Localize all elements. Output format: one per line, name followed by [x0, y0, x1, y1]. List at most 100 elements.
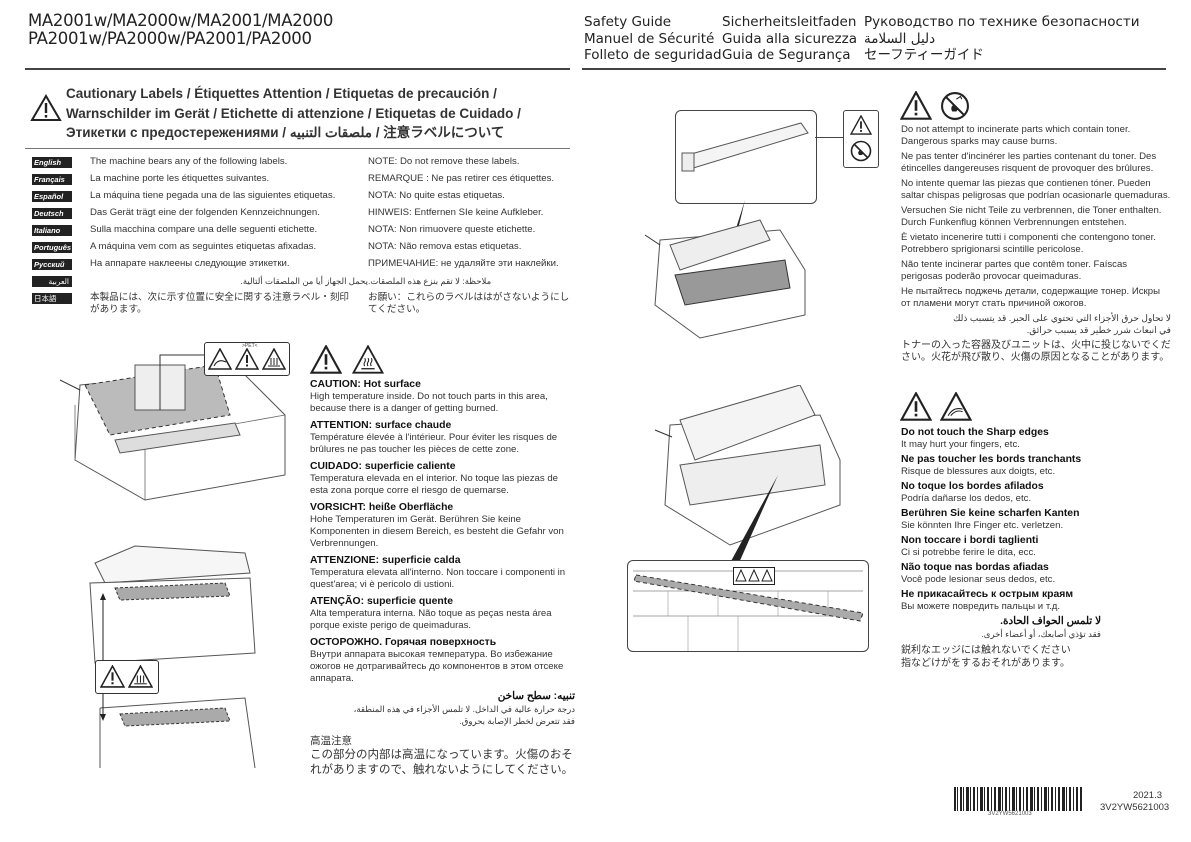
- entry-body: Temperatura elevada en el interior. No t…: [310, 473, 558, 496]
- header-divider-left: [25, 68, 570, 70]
- printer-sharp-edge-illustration: [650, 385, 850, 570]
- guide-title: Guida alla sicurezza: [722, 30, 858, 47]
- mfp-illustration: [75, 538, 275, 768]
- toner-paragraph: Не пытайтесь поджечь детали, содержащие …: [901, 286, 1160, 309]
- model-line-2: PA2001w/PA2000w/PA2001/PA2000: [28, 29, 312, 48]
- toner-paragraph: Não tente incinerar partes que contêm to…: [901, 259, 1128, 282]
- arabic-entry: لا تلمس الحواف الحادة. فقد تؤذي أصابعك، …: [901, 616, 1101, 640]
- cautionary-labels-title: Cautionary Labels / Étiquettes Attention…: [66, 84, 521, 143]
- language-badge: English: [32, 157, 72, 168]
- language-note: お願い：これらのラベルははがさないようにしてください。: [368, 292, 570, 315]
- language-table: English The machine bears any of the foll…: [32, 156, 572, 322]
- entry-title: لا تلمس الحواف الحادة.: [1000, 616, 1101, 627]
- sharp-edge-icon: [208, 348, 232, 370]
- printer-open-illustration: [50, 335, 300, 515]
- language-row: Français La machine porte les étiquettes …: [32, 173, 572, 190]
- warning-triangle-icon: [900, 91, 932, 121]
- toner-label-plate: [843, 110, 879, 168]
- hot-surface-icon: [262, 348, 286, 370]
- warning-triangle-icon: [235, 348, 259, 370]
- entry-title: Berühren Sie keine scharfen Kanten: [901, 508, 1080, 519]
- entry-body: Risque de blessures aux doigts, etc.: [901, 466, 1056, 477]
- guide-title: セーフティーガイド: [864, 47, 984, 63]
- entry-title: Ne pas toucher les bords tranchants: [901, 454, 1082, 465]
- arabic-entry: تنبيه: سطح ساخن درجة حرارة عالية في الدا…: [310, 691, 575, 727]
- entry-body: Ci si potrebbe ferire le dita, ecc.: [901, 547, 1036, 558]
- toner-paragraph: Do not attempt to incinerate parts which…: [901, 124, 1131, 147]
- sharp-edge-icon: [940, 392, 972, 421]
- entry-title: Do not touch the Sharp edges: [901, 427, 1049, 438]
- entry-title: Не прикасайтесь к острым краям: [901, 589, 1074, 600]
- document-date: 2021.3: [1132, 790, 1162, 801]
- entry-title: Non toccare i bordi taglienti: [901, 535, 1039, 546]
- japanese-line: 鋭利なエッジには触れないでください: [901, 645, 1071, 656]
- entry-title: ATENÇÃO: superficie quente: [310, 596, 453, 607]
- entry-body: It may hurt your fingers, etc.: [901, 439, 1020, 450]
- language-text: Das Gerät trägt eine der folgenden Kennz…: [90, 207, 320, 218]
- toner-text: Do not attempt to incinerate parts which…: [901, 124, 1171, 368]
- label-plate-three-icons: [733, 567, 775, 585]
- entry-title: Não toque nas bordas afiadas: [901, 562, 1049, 573]
- language-note: ملاحظة: لا تقم بنزع هذه الملصقات.: [368, 276, 492, 286]
- language-badge: Deutsch: [32, 208, 72, 219]
- no-fire-icon: [940, 91, 970, 121]
- guide-title: Safety Guide: [584, 14, 672, 30]
- language-text: La machine porte les étiquettes suivante…: [90, 173, 270, 184]
- language-row: English The machine bears any of the foll…: [32, 156, 572, 173]
- entry-title: تنبيه: سطح ساخن: [497, 691, 575, 702]
- language-note: NOTA: Não remova estas etiquetas.: [368, 241, 522, 252]
- language-note: NOTA: No quite estas etiquetas.: [368, 190, 505, 201]
- entry-body: درجة حرارة عالية في الداخل. لا تلمس الأج…: [353, 704, 575, 726]
- title-line: Этикетки с предостережениями / ملصقات ال…: [66, 125, 505, 140]
- language-badge: Italiano: [32, 225, 72, 236]
- entry-title: ОСТОРОЖНО. Горячая поверхность: [310, 637, 497, 648]
- language-badge: 日本語: [32, 293, 72, 304]
- entry-body: Você pode lesionar seus dedos, etc.: [901, 574, 1056, 585]
- language-badge: Français: [32, 174, 72, 185]
- language-text: يحمل الجهاز أيا من الملصقات ألتالية.: [240, 276, 368, 286]
- callout-line: [815, 137, 843, 138]
- model-names: MA2001w/MA2000w/MA2001/MA2000 PA2001w/PA…: [28, 12, 333, 48]
- pet-label: >PET<: [242, 343, 258, 349]
- guide-title: دليل السلامة: [864, 30, 936, 47]
- entry-title: VORSICHT: heiße Oberfläche: [310, 502, 454, 513]
- warning-triangle-icon: [30, 94, 62, 122]
- guide-title: Guia de Segurança: [722, 47, 851, 63]
- entry-body: Вы можете повредить пальцы и т.д.: [901, 601, 1061, 612]
- language-note: HINWEIS: Entfernen SIe keine Aufkleber.: [368, 207, 544, 218]
- entry-body: Alta temperatura interna. Não toque as p…: [310, 608, 552, 631]
- language-note: REMARQUE : Ne pas retirer ces étiquettes…: [368, 173, 555, 184]
- language-text: The machine bears any of the following l…: [90, 156, 288, 167]
- toner-paragraph: Ne pas tenter d'incinérer les parties co…: [901, 151, 1157, 174]
- japanese-line: 指などけがをするおそれがあります。: [901, 658, 1070, 669]
- guide-titles-col2: Sicherheitsleitfaden Guida alla sicurezz…: [722, 14, 857, 64]
- barcode: [954, 787, 1082, 811]
- printer-toner-illustration: [640, 200, 820, 340]
- toner-paragraph: No intente quemar las piezas que contien…: [901, 178, 1171, 201]
- language-text: На аппарате наклеены следующие этикетки.: [90, 258, 290, 269]
- language-badge: العربية: [32, 276, 72, 287]
- document-code: 2021.3 3V2YW5621003: [1100, 790, 1169, 814]
- title-line: Cautionary Labels / Étiquettes Attention…: [66, 86, 497, 101]
- language-text: 本製品には、次に示す位置に安全に関する注意ラベル・刻印があります。: [90, 292, 350, 315]
- label-plate-three-icons: >PET<: [204, 342, 290, 376]
- language-row: Deutsch Das Gerät trägt eine der folgende…: [32, 207, 572, 224]
- language-row: العربية يحمل الجهاز أيا من الملصقات ألتال…: [32, 275, 572, 292]
- entry-body: Внутри аппарата высокая температура. Во …: [310, 649, 564, 684]
- sharp-edge-callout: [627, 560, 869, 652]
- japanese-entry: 高温注意 この部分の内部は高温になっています。火傷のおそれがありますので、触れな…: [310, 735, 575, 777]
- language-text: A máquina vem com as seguintes etiquetas…: [90, 241, 317, 252]
- guide-title: Руководство по технике безопасности: [864, 14, 1140, 30]
- entry-title: ATTENZIONE: superficie calda: [310, 555, 461, 566]
- guide-titles-col3: Руководство по технике безопасности دليل…: [864, 14, 1140, 64]
- entry-body: Temperatura elevata all'interno. Non toc…: [310, 567, 566, 590]
- entry-title: ATTENTION: surface chaude: [310, 420, 452, 431]
- guide-title: Sicherheitsleitfaden: [722, 14, 857, 30]
- entry-body: High temperature inside. Do not touch pa…: [310, 391, 548, 414]
- header-divider-right: [582, 68, 1166, 70]
- entry-body: Température élevée à l'intérieur. Pour é…: [310, 432, 558, 455]
- warning-triangle-icon: [100, 665, 125, 688]
